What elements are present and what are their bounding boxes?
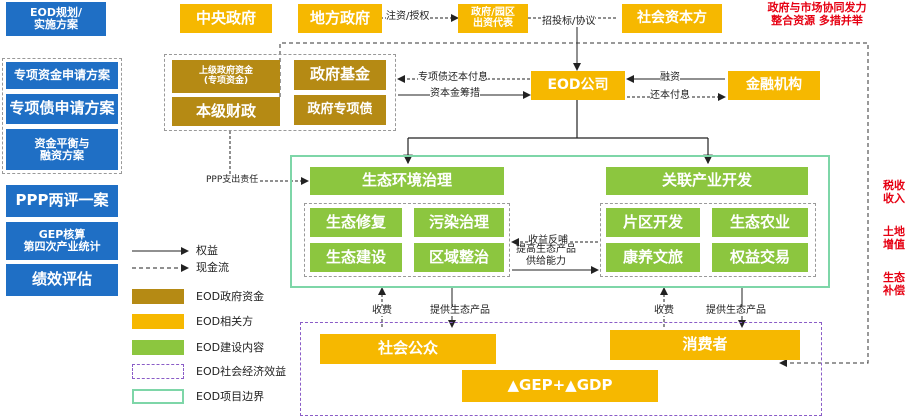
gov-rep-box: 政府/园区 出资代表	[458, 4, 528, 33]
legend-content-label: EOD建设内容	[196, 341, 265, 354]
gep-gdp-box: ▲GEP+▲GDP	[462, 370, 658, 402]
industry-zone-box: 片区开发	[606, 208, 700, 237]
public-box: 社会公众	[320, 334, 496, 364]
label-fee-left: 收费	[372, 305, 392, 316]
central-gov-box: 中央政府	[180, 4, 272, 33]
performance-box: 绩效评估	[6, 264, 118, 296]
special-fund-plan-box: 专项资金申请方案	[6, 62, 118, 89]
socio-econ-group	[300, 322, 822, 416]
industry-agri-box: 生态农业	[712, 208, 808, 237]
finance-plan-group	[2, 58, 122, 174]
eco-pollution-box: 污染治理	[414, 208, 504, 237]
fund-balance-plan-box: 资金平衡与 融资方案	[6, 129, 118, 170]
gov-fund-box: 政府基金	[294, 60, 386, 90]
label-repayment: 还本付息	[650, 90, 690, 101]
eco-comp-label: 生态 补偿	[883, 271, 905, 297]
gep-plan-box: GEP核算 第四次产业统计	[6, 222, 118, 260]
label-ppp-liability: PPP支出责任	[206, 175, 259, 185]
loop-dashed-path	[279, 42, 869, 367]
industry-group	[600, 203, 816, 277]
industry-health-box: 康养文旅	[606, 243, 700, 272]
land-label: 土地 增值	[883, 225, 905, 251]
industry-equity-box: 权益交易	[712, 243, 808, 272]
industry-title-box: 关联产业开发	[606, 167, 808, 195]
eco-restore-box: 生态修复	[310, 208, 402, 237]
label-income-feedback: 收益反哺	[528, 235, 568, 246]
eod-plan-box: EOD规划/ 实施方案	[6, 2, 106, 36]
legend-socio-swatch	[132, 364, 184, 379]
local-finance-box: 本级财政	[172, 97, 280, 126]
label-inject: 注资/授权	[386, 11, 430, 22]
special-bond-box: 政府专项债	[294, 95, 386, 125]
social-capital-box: 社会资本方	[622, 4, 722, 33]
eco-group	[304, 203, 510, 277]
label-repay: 专项债还本付息	[418, 72, 488, 83]
eco-build-box: 生态建设	[310, 243, 402, 272]
label-bid: 招投标/协议	[542, 16, 596, 27]
label-fee-right: 收费	[654, 305, 674, 316]
legend-cashflow-label: 现金流	[196, 261, 229, 274]
legend-parties-swatch	[132, 314, 184, 329]
superior-fund-box: 上级政府资金 (专项资金)	[172, 60, 280, 93]
label-capital: 资本金筹措	[430, 88, 480, 99]
legend-boundary-swatch	[132, 389, 184, 404]
legend-content-swatch	[132, 340, 184, 355]
legend-gov-fund-label: EOD政府资金	[196, 290, 265, 303]
red-slogan: 政府与市场协同发力 整合资源 多措并举	[767, 1, 867, 27]
consumer-box: 消费者	[610, 330, 800, 360]
eco-title-box: 生态环境治理	[310, 167, 504, 195]
finance-group	[164, 54, 396, 131]
legend-socio-label: EOD社会经济效益	[196, 365, 287, 378]
tax-label: 税收 收入	[883, 179, 905, 205]
project-boundary	[290, 155, 830, 288]
legend-equity-label: 权益	[196, 244, 218, 257]
legend-gov-fund-swatch	[132, 289, 184, 304]
label-financing: 融资	[660, 72, 680, 83]
eco-regional-box: 区域整治	[414, 243, 504, 272]
label-supply-left: 提供生态产品	[430, 305, 490, 316]
financial-inst-box: 金融机构	[728, 71, 820, 100]
local-gov-box: 地方政府	[298, 4, 382, 33]
ppp-plan-box: PPP两评一案	[6, 185, 118, 217]
eod-company-box: EOD公司	[531, 71, 625, 100]
label-improve-supply: 提高生态产品 供给能力	[516, 244, 576, 267]
legend-boundary-label: EOD项目边界	[196, 390, 265, 403]
legend-parties-label: EOD相关方	[196, 315, 254, 328]
label-supply-right: 提供生态产品	[706, 305, 766, 316]
special-bond-plan-box: 专项债申请方案	[6, 94, 118, 124]
